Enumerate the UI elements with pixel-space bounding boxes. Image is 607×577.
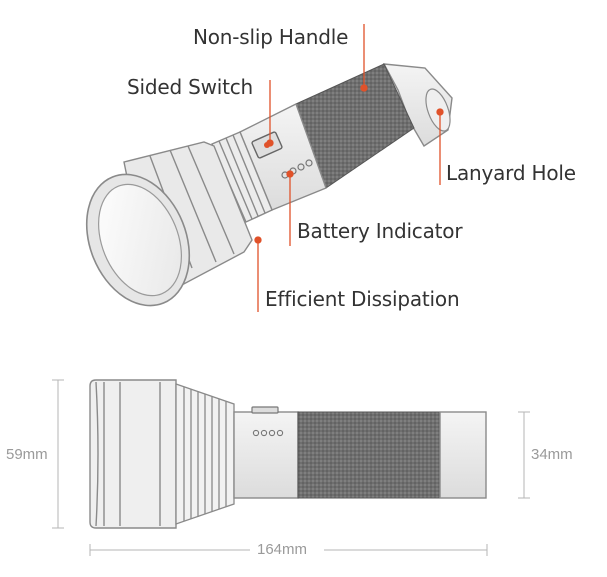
length-label: 164mm <box>257 541 308 558</box>
side-fins <box>175 383 235 525</box>
side-grip <box>297 411 441 499</box>
lanyard-hole-label: Lanyard Hole <box>446 161 576 185</box>
non-slip-handle-label: Non-slip Handle <box>193 25 349 49</box>
side-switch <box>251 406 279 414</box>
side-body <box>233 406 299 499</box>
angled-flashlight <box>85 63 453 307</box>
callout-lines <box>254 24 444 312</box>
dimension-lines <box>52 379 530 556</box>
efficient-dissipation-label: Efficient Dissipation <box>265 287 460 311</box>
side-flashlight <box>89 379 487 529</box>
battery-indicator-label: Battery Indicator <box>297 219 463 243</box>
cooling-fins <box>211 131 273 223</box>
side-tail <box>439 411 487 499</box>
side-head <box>89 379 177 529</box>
lens <box>85 173 191 307</box>
head-height-label: 59mm <box>6 446 48 463</box>
sided-switch-label: Sided Switch <box>127 75 254 99</box>
tail-height-label: 34mm <box>531 446 573 463</box>
